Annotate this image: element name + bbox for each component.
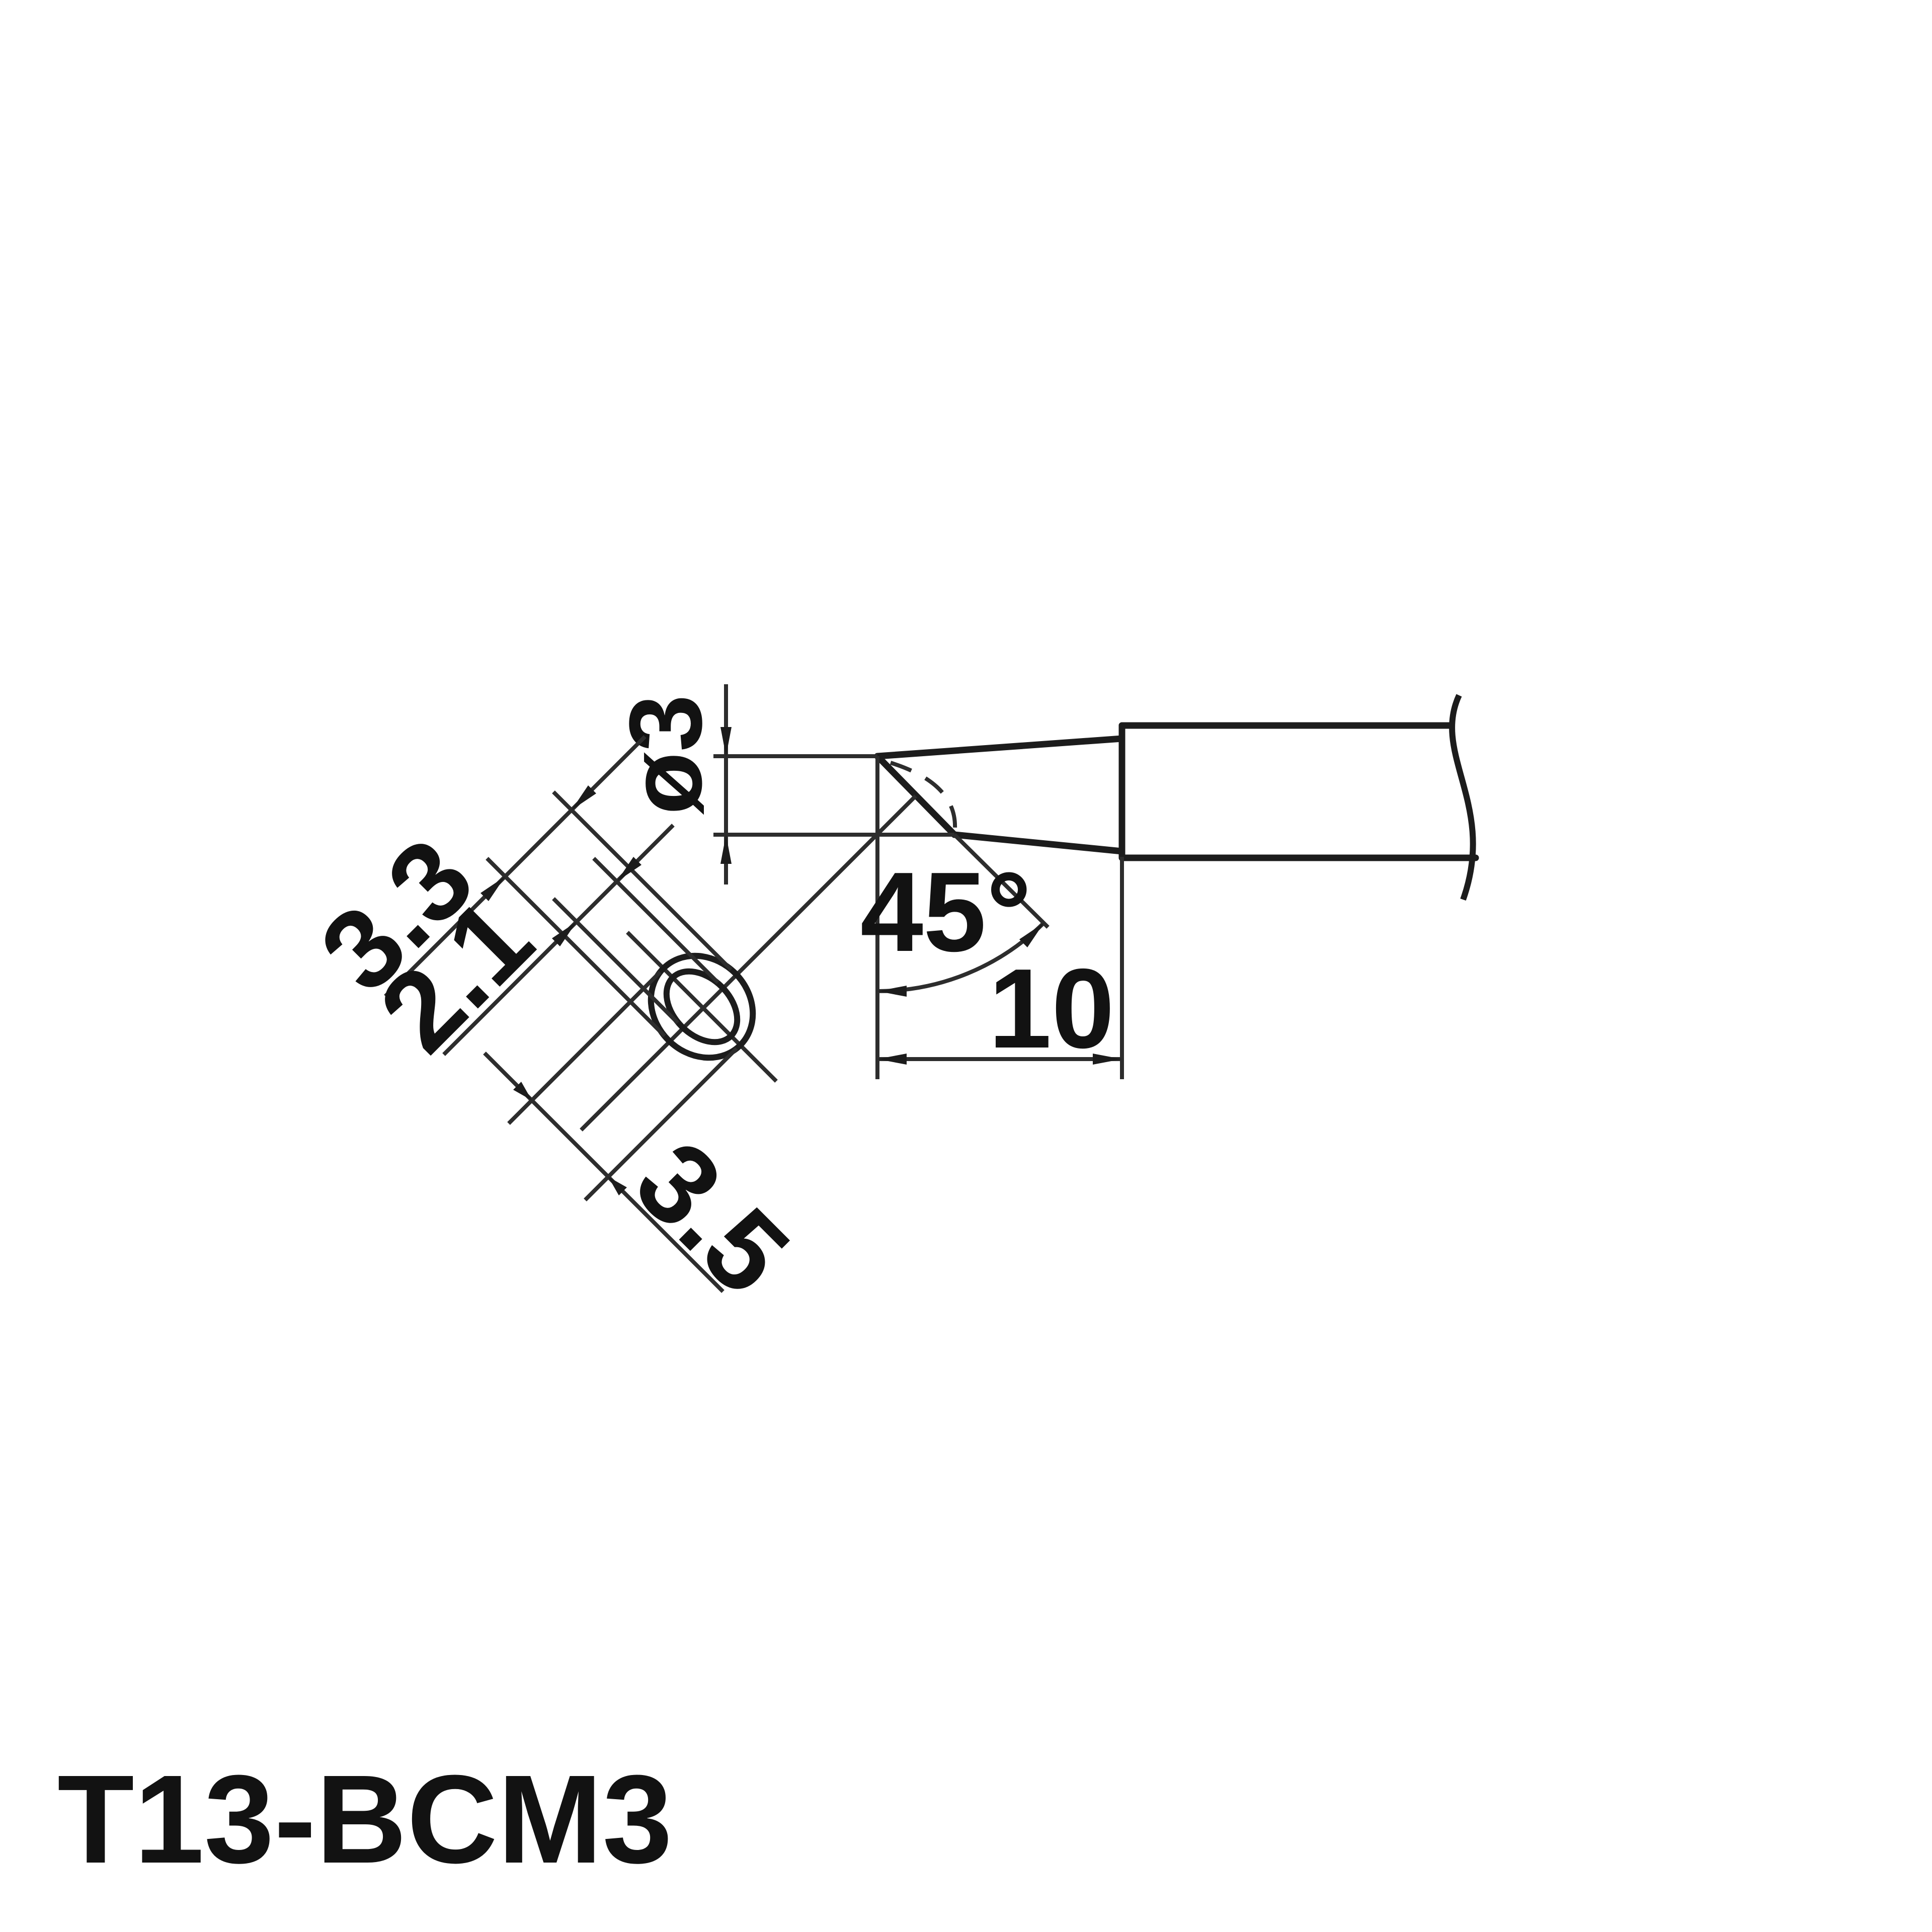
break-line (1449, 694, 1476, 901)
arrowhead-b (480, 876, 505, 901)
arrowhead-b (608, 1177, 627, 1195)
length-dimension: 10 (877, 857, 1124, 1079)
hidden-bevel-arc (890, 761, 957, 835)
axis-construction-line (580, 794, 917, 1132)
arrowhead-top (720, 727, 732, 756)
arrowhead-right (1093, 1054, 1122, 1065)
arc-arrowhead-right (1019, 923, 1044, 947)
angle-dimension: 45° (860, 756, 1050, 1079)
length-dimension-label: 10 (989, 945, 1114, 1072)
extension-line-a (592, 857, 719, 984)
extension-line-a (507, 971, 662, 1125)
tip-outline (874, 694, 1479, 901)
arrowhead-a (617, 857, 641, 881)
arrowhead-a (513, 1082, 532, 1100)
cone-bottom-edge (951, 831, 1125, 855)
face-recess-ellipse (663, 968, 741, 1045)
extension-line-a (552, 790, 733, 971)
face-centerline (626, 931, 778, 1083)
angle-dimension-label: 45° (860, 848, 1031, 975)
arrowhead-bottom (720, 835, 732, 864)
extension-line-b (552, 897, 679, 1024)
arrowhead-left (877, 1054, 907, 1065)
bevel-edge (874, 753, 958, 838)
extension-line-b (584, 1047, 738, 1201)
bevel-face-view (580, 794, 917, 1132)
dimension-line (384, 735, 647, 998)
extension-line-b (486, 857, 666, 1037)
part-number-title: T13-BCM3 (57, 1749, 672, 1889)
cone-top-edge (874, 735, 1125, 760)
arc-arrowhead-left (877, 986, 907, 997)
arrowhead-b (552, 922, 577, 946)
arrowhead-a (572, 785, 596, 810)
face-outer-ellipse (648, 952, 756, 1061)
bevel-extension-line (953, 833, 1050, 929)
